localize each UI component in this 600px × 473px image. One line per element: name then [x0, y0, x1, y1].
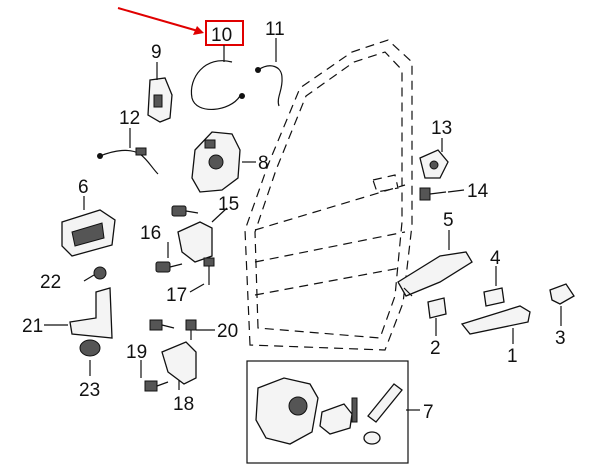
door-outline [244, 39, 413, 351]
part-19-bolts [144, 319, 175, 392]
callout-21: 21 [22, 316, 43, 337]
part-21-check-strap [69, 287, 113, 339]
part-9-actuator [147, 77, 173, 123]
callout-10: 10 [211, 25, 232, 46]
part-8-latch [191, 131, 241, 193]
callout-22: 22 [40, 272, 61, 293]
part-17-screw [203, 257, 215, 285]
part-13-striker [419, 149, 449, 179]
part-11-cable [255, 65, 283, 107]
part-14-bolt [419, 187, 447, 201]
highlight-arrow [117, 7, 204, 35]
part-5-handle-carrier [397, 251, 473, 297]
part-3-cap [549, 283, 575, 305]
callout-17: 17 [166, 285, 187, 306]
callout-15: 15 [218, 194, 239, 215]
callout-3: 3 [555, 328, 566, 349]
part-18-bracket [161, 341, 197, 385]
callout-4: 4 [490, 248, 501, 269]
part-23-bumper [79, 339, 101, 357]
part-1-outer-handle [460, 305, 531, 335]
callout-1: 1 [507, 346, 518, 367]
part-15-bracket [177, 221, 213, 263]
callout-7: 7 [423, 402, 434, 423]
part-6-inner-handle [61, 209, 116, 257]
leader-lines [44, 38, 562, 411]
callout-23: 23 [79, 380, 100, 401]
part-4-cap [483, 287, 505, 307]
callout-18: 18 [173, 394, 194, 415]
part-7-box [246, 360, 409, 464]
callout-11: 11 [265, 19, 285, 40]
callout-labels: 1 2 3 4 5 6 7 8 9 10 11 12 13 14 15 16 1… [22, 19, 566, 423]
callout-20: 20 [217, 321, 238, 342]
part-2-seal [427, 297, 447, 319]
callout-9: 9 [151, 42, 162, 63]
callout-19: 19 [126, 342, 147, 363]
callout-8: 8 [258, 153, 269, 174]
part-16-bolts [155, 205, 199, 273]
part-20-bolt [185, 319, 197, 340]
callout-13: 13 [431, 118, 452, 139]
callout-14: 14 [467, 181, 489, 202]
part-12-harness [97, 147, 159, 175]
part-10-cable [190, 60, 245, 111]
callout-12: 12 [119, 108, 140, 129]
callout-5: 5 [443, 210, 454, 231]
callout-16: 16 [140, 223, 161, 244]
part-22-bolt [83, 266, 107, 282]
callout-2: 2 [430, 338, 441, 359]
callout-6: 6 [78, 177, 89, 198]
